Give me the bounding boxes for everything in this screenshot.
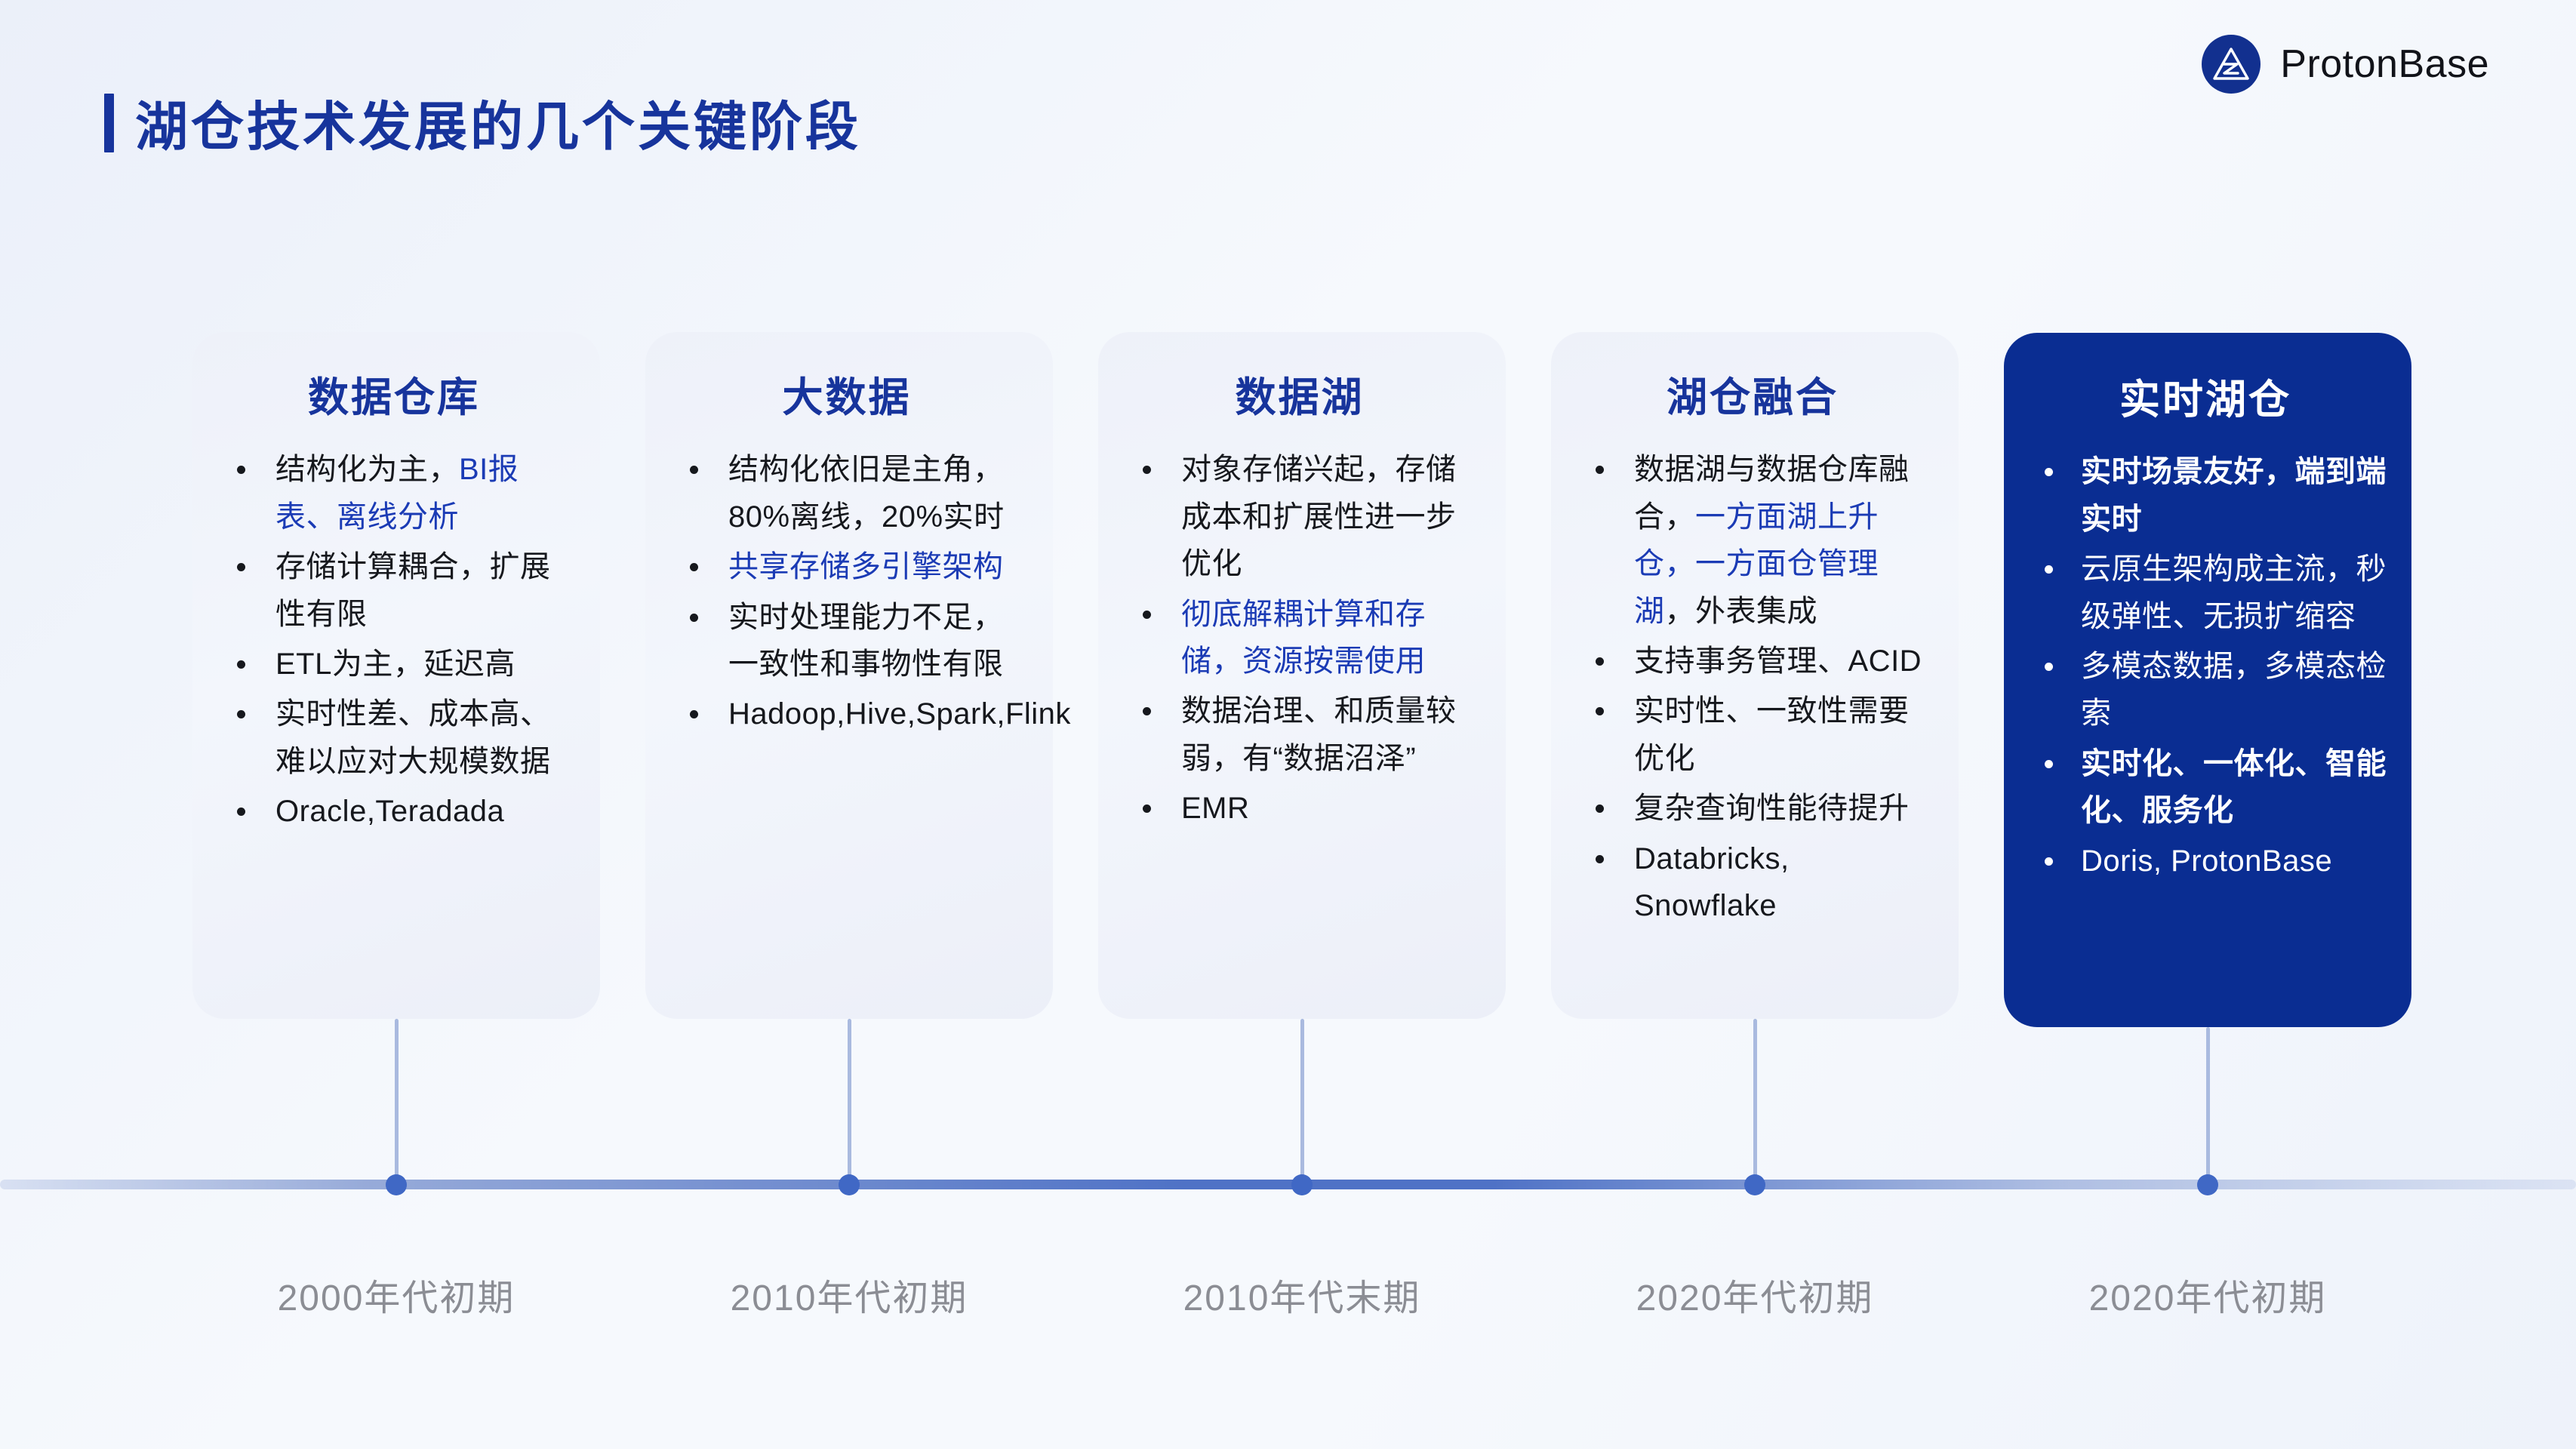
stage-bullet-item: 多模态数据，多模态检索: [2024, 643, 2387, 737]
stage-card-2[interactable]: 大数据结构化依旧是主角，80%离线，20%实时共享存储多引擎架构实时处理能力不足…: [645, 332, 1070, 1019]
stage-bullet-item: 实时场景友好，端到端实时: [2024, 448, 2387, 543]
page-title-text: 湖仓技术发展的几个关键阶段: [135, 97, 861, 156]
bullet-text: 对象存储兴起，存储成本和扩展性进一步优化: [1181, 453, 1457, 581]
bullet-text: 结构化为主，: [275, 453, 459, 487]
title-accent-bar: [104, 93, 114, 152]
timeline-year-label: 2000年代初期: [277, 1278, 516, 1318]
bullet-text: 存储计算耦合，扩展性有限: [275, 550, 551, 631]
highlighted-text: 共享存储多引擎架构: [728, 550, 1004, 584]
bullet-text: 实时处理能力不足，一致性和事物性有限: [728, 600, 1004, 681]
stage-bullet-item: 共享存储多引擎架构: [665, 543, 1029, 590]
highlighted-text: BI报表、离线分析: [275, 453, 519, 534]
highlighted-text: 一方面湖上升仓，一方面仓管理湖: [1634, 500, 1879, 628]
stage-card-title: 数据仓库: [308, 375, 480, 420]
bullet-text: Doris, ProtonBase: [2081, 844, 2333, 878]
timeline-connector: [1753, 1019, 1757, 1185]
bullet-text: 数据治理、和质量较弱，有“数据沼泽”: [1181, 694, 1457, 775]
timeline-connector: [848, 1019, 851, 1185]
stage-bullet-item: 复杂查询性能待提升: [1571, 785, 1934, 832]
bullet-text: ETL为主，延迟高: [275, 647, 516, 681]
stage-bullet-item: 彻底解耦计算和存储，资源按需使用: [1118, 591, 1482, 685]
timeline-dot[interactable]: [386, 1174, 407, 1195]
stage-bullet-item: 对象存储兴起，存储成本和扩展性进一步优化: [1118, 446, 1482, 587]
bullet-text: Oracle,Teradada: [275, 795, 505, 829]
bullet-text: 实时性差、成本高、难以应对大规模数据: [275, 697, 551, 778]
stage-bullet-item: 实时化、一体化、智能化、服务化: [2024, 740, 2387, 835]
highlighted-text: 彻底解耦计算和存储，资源按需使用: [1181, 597, 1426, 678]
stage-bullet-item: Doris, ProtonBase: [2024, 838, 2387, 884]
bullet-text: ，外表集成: [1664, 594, 1817, 628]
bullet-text: 实时化、一体化、智能化、服务化: [2081, 746, 2387, 828]
brand-logo: ProtonBase: [2202, 35, 2489, 94]
stage-card-5[interactable]: 实时湖仓实时场景友好，端到端实时云原生架构成主流，秒级弹性、无损扩缩容多模态数据…: [2004, 333, 2411, 1027]
bullet-text: Databricks, Snowflake: [1634, 841, 1790, 922]
stage-bullet-item: Databricks, Snowflake: [1571, 835, 1934, 930]
stage-card-3[interactable]: 数据湖对象存储兴起，存储成本和扩展性进一步优化彻底解耦计算和存储，资源按需使用数…: [1098, 332, 1506, 1019]
timeline-year-label: 2010年代初期: [730, 1278, 968, 1318]
stage-bullet-list: 数据湖与数据仓库融合，一方面湖上升仓，一方面仓管理湖，外表集成支持事务管理、AC…: [1571, 446, 1934, 929]
stage-bullet-item: 实时性、一致性需要优化: [1571, 688, 1934, 782]
stage-bullet-item: 云原生架构成主流，秒级弹性、无损扩缩容: [2024, 546, 2387, 640]
timeline-connector: [2206, 1027, 2210, 1185]
timeline-axis: [0, 1180, 2576, 1189]
stage-bullet-item: 实时性差、成本高、难以应对大规模数据: [212, 691, 576, 785]
stage-bullet-item: 实时处理能力不足，一致性和事物性有限: [665, 594, 1029, 688]
timeline-connector: [395, 1019, 399, 1185]
stage-bullet-item: 存储计算耦合，扩展性有限: [212, 543, 576, 638]
stage-bullet-list: 实时场景友好，端到端实时云原生架构成主流，秒级弹性、无损扩缩容多模态数据，多模态…: [2024, 448, 2387, 884]
stage-bullet-item: 支持事务管理、ACID: [1571, 638, 1934, 685]
bullet-text: 支持事务管理、ACID: [1634, 644, 1922, 678]
protonbase-triangle-logo-icon: [2202, 35, 2261, 94]
timeline-year-label: 2020年代初期: [1636, 1278, 1874, 1318]
stage-card-title: 数据湖: [1235, 375, 1365, 420]
bullet-text: 复杂查询性能待提升: [1634, 792, 1910, 826]
timeline-dot[interactable]: [1291, 1174, 1313, 1195]
stage-bullet-item: Hadoop,Hive,Spark,Flink: [665, 691, 1070, 737]
stage-bullet-item: 数据治理、和质量较弱，有“数据沼泽”: [1118, 688, 1482, 782]
bullet-text: Hadoop,Hive,Spark,Flink: [728, 697, 1071, 731]
stage-card-4[interactable]: 湖仓融合数据湖与数据仓库融合，一方面湖上升仓，一方面仓管理湖，外表集成支持事务管…: [1551, 332, 1959, 1019]
timeline-connector: [1300, 1019, 1304, 1185]
stage-bullet-list: 对象存储兴起，存储成本和扩展性进一步优化彻底解耦计算和存储，资源按需使用数据治理…: [1118, 446, 1482, 832]
stage-bullet-item: EMR: [1118, 785, 1482, 832]
stage-bullet-item: 数据湖与数据仓库融合，一方面湖上升仓，一方面仓管理湖，外表集成: [1571, 446, 1934, 635]
timeline-year-label: 2010年代末期: [1183, 1278, 1421, 1318]
bullet-text: 云原生架构成主流，秒级弹性、无损扩缩容: [2081, 552, 2387, 633]
timeline-year-label: 2020年代初期: [2088, 1278, 2327, 1318]
stage-card-title: 湖仓融合: [1667, 375, 1839, 420]
stage-bullet-item: 结构化依旧是主角，80%离线，20%实时: [665, 446, 1029, 540]
stage-bullet-item: 结构化为主，BI报表、离线分析: [212, 446, 576, 540]
bullet-text: 多模态数据，多模态检索: [2081, 649, 2387, 731]
bullet-text: EMR: [1181, 792, 1250, 826]
stage-bullet-item: Oracle,Teradada: [212, 788, 576, 835]
bullet-text: 数据湖与数据仓库融合，: [1634, 453, 1910, 534]
timeline-dot[interactable]: [1744, 1174, 1765, 1195]
bullet-text: 实时场景友好，端到端实时: [2081, 455, 2387, 536]
bullet-text: 结构化依旧是主角，80%离线，20%实时: [728, 453, 1005, 534]
brand-name: ProtonBase: [2280, 42, 2489, 86]
stage-bullet-item: ETL为主，延迟高: [212, 641, 576, 688]
bullet-text: 实时性、一致性需要优化: [1634, 694, 1910, 775]
stage-card-title: 大数据: [782, 375, 912, 420]
page-title: 湖仓技术发展的几个关键阶段: [104, 85, 861, 161]
stage-bullet-list: 结构化依旧是主角，80%离线，20%实时共享存储多引擎架构实时处理能力不足，一致…: [665, 446, 1070, 737]
stage-card-title: 实时湖仓: [2119, 377, 2291, 423]
timeline-dot[interactable]: [2197, 1174, 2218, 1195]
timeline-dot[interactable]: [839, 1174, 860, 1195]
